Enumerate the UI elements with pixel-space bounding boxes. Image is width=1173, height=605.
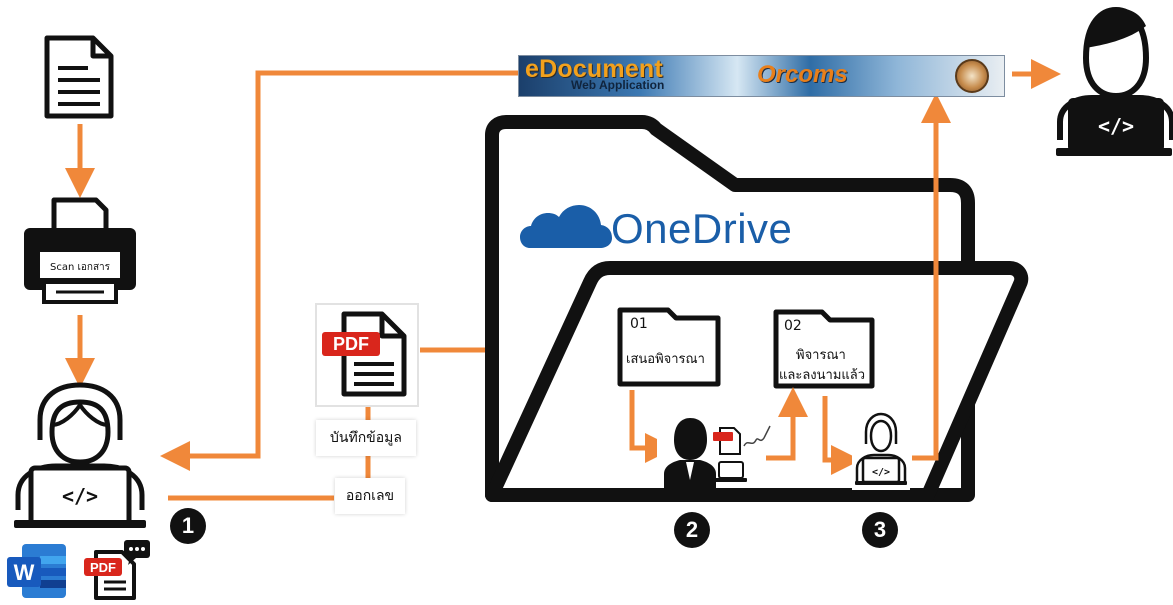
pdf-badge-text: PDF <box>333 333 369 354</box>
arrow-folder01-to-manager <box>629 390 675 463</box>
svg-text:</>: </> <box>62 484 98 508</box>
printer-label-text: Scan เอกสาร <box>49 261 111 273</box>
pdf-chat-icon: PDF <box>84 540 150 600</box>
svg-text:</>: </> <box>872 467 890 478</box>
user-developer-icon: </> <box>14 382 146 528</box>
printer-icon <box>24 197 136 304</box>
svg-text:</>: </> <box>1098 114 1134 138</box>
arrow-manager-to-folder02 <box>766 387 808 461</box>
sub-folder-02 <box>773 309 875 389</box>
folder02-number: 02 <box>784 318 802 334</box>
signature-icon <box>713 425 771 455</box>
step-badge-3: 3 <box>862 512 898 548</box>
onedrive-cloud-icon <box>520 205 612 248</box>
record-data-label: บันทึกข้อมูล <box>316 420 416 456</box>
folder01-label: เสนอพิจารณา <box>626 352 705 367</box>
laptop-icon <box>715 461 747 482</box>
user-developer-small-icon: </> <box>852 412 910 490</box>
issue-number-text: ออกเลข <box>345 488 395 504</box>
arrow-folder02-to-person3 <box>822 396 861 475</box>
issue-number-label: ออกเลข <box>335 478 405 514</box>
document-icon <box>44 35 114 119</box>
arrow-banner-to-user <box>160 70 518 471</box>
banner-brand: Orcoms <box>757 61 848 88</box>
sub-folder-01 <box>617 307 721 387</box>
developer-icon: </> <box>1056 6 1173 156</box>
pdf-file-icon <box>315 303 419 407</box>
folder02-label-line2: และลงนามแล้ว <box>779 368 866 383</box>
step-badge-2: 2 <box>674 512 710 548</box>
printer-label: Scan เอกสาร <box>40 258 120 276</box>
pdf-badge: PDF <box>322 332 380 356</box>
banner-subtitle: Web Application <box>571 78 665 92</box>
seal-icon <box>955 59 989 93</box>
manager-icon <box>657 412 721 488</box>
banner-title: eDocument <box>525 55 663 83</box>
edocument-banner: eDocument Web Application Orcoms <box>518 55 1005 97</box>
word-icon: W <box>7 544 66 598</box>
onedrive-label: OneDrive <box>611 205 793 252</box>
svg-text:PDF: PDF <box>90 560 116 575</box>
step-badge-1: 1 <box>170 508 206 544</box>
folder01-number: 01 <box>630 316 648 332</box>
arrow-person3-to-banner <box>912 93 951 461</box>
record-data-text: บันทึกข้อมูล <box>330 430 402 446</box>
svg-text:W: W <box>14 560 35 585</box>
folder02-label-line1: พิจารณา <box>796 348 846 363</box>
